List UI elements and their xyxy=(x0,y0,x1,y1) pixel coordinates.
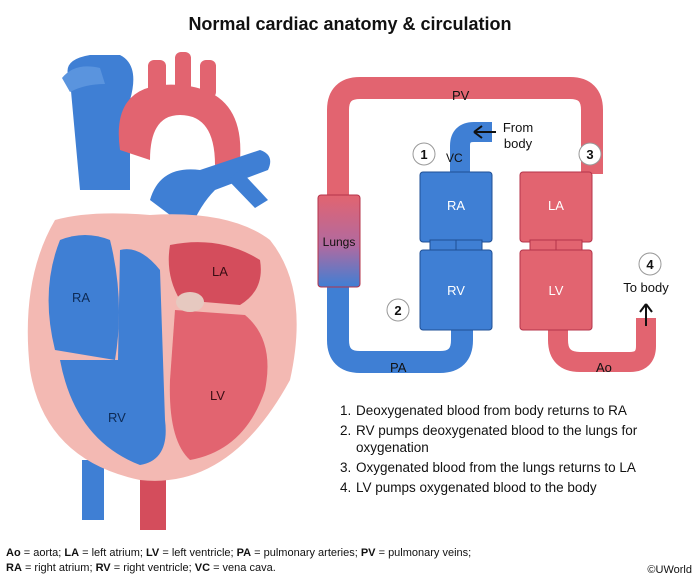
aortic-branch-2 xyxy=(175,52,191,92)
brachiocephalic-vein xyxy=(62,66,105,92)
arrow-from-body-icon xyxy=(473,125,496,139)
svg-text:2: 2 xyxy=(394,303,401,318)
flow-label-pv: PV xyxy=(452,88,470,103)
aortic-branch-1 xyxy=(148,60,166,100)
abbreviation-legend: Ao = aorta; LA = left atrium; LV = left … xyxy=(6,546,471,576)
flow-label-rv: RV xyxy=(447,283,465,298)
step-marker-4: 4 xyxy=(638,252,662,276)
heart-left-ventricle xyxy=(169,310,268,460)
pulmonary-artery xyxy=(150,150,271,230)
svg-text:3: 3 xyxy=(586,147,593,162)
heart-left-atrium xyxy=(168,242,261,305)
step-marker-3: 3 xyxy=(578,142,602,166)
copyright: ©UWorld xyxy=(647,564,692,576)
aortic-branch-3 xyxy=(200,60,216,98)
steps-list: 1.Deoxygenated blood from body returns t… xyxy=(340,402,676,499)
pulmonary-artery-branch xyxy=(228,170,268,208)
flow-aorta xyxy=(548,318,656,372)
svg-text:1: 1 xyxy=(420,147,427,162)
step-item: 4.LV pumps oxygenated blood to the body xyxy=(340,480,597,495)
step-marker-1: 1 xyxy=(412,142,436,166)
flow-lungs xyxy=(317,194,361,288)
flow-label-vc: VC xyxy=(446,151,463,165)
heart-illustration: RA RV LA LV xyxy=(27,52,297,530)
flow-label-from: From xyxy=(503,120,533,135)
circulation-diagram: PV PA Ao VC Lungs RA RV LA LV From body … xyxy=(317,77,669,375)
flow-label-pa: PA xyxy=(390,360,407,375)
step-marker-2: 2 xyxy=(386,298,410,322)
inferior-vena-cava xyxy=(82,460,104,520)
heart-label-lv: LV xyxy=(210,388,225,403)
heart-label-ra: RA xyxy=(72,290,90,305)
page-title: Normal cardiac anatomy & circulation xyxy=(188,14,512,34)
heart-right-atrium xyxy=(48,235,119,360)
heart-label-la: LA xyxy=(212,264,228,279)
flow-label-la: LA xyxy=(548,198,564,213)
superior-vena-cava xyxy=(67,55,134,190)
legend-line-1: Ao = aorta; LA = left atrium; LV = left … xyxy=(6,547,472,559)
flow-label-lv: LV xyxy=(549,283,564,298)
aortic-arch xyxy=(118,84,241,165)
flow-rv-chamber xyxy=(419,249,493,331)
heart-right-ventricle xyxy=(60,249,166,465)
flow-label-ao: Ao xyxy=(596,360,612,375)
flow-pulmonary-veins xyxy=(327,77,603,198)
flow-label-lungs: Lungs xyxy=(323,235,356,249)
flow-lv-chamber xyxy=(519,249,593,331)
flow-label-body: body xyxy=(504,136,533,151)
step-item: 2.RV pumps deoxygenated blood to the lun… xyxy=(340,423,638,455)
flow-pulmonary-arteries xyxy=(327,284,473,373)
flow-label-to-body: To body xyxy=(623,280,669,295)
step-item: 3.Oxygenated blood from the lungs return… xyxy=(340,460,636,475)
mitral-valve xyxy=(176,292,204,312)
flow-vena-cava xyxy=(450,122,492,174)
legend-line-2: RA = right atrium; RV = right ventricle;… xyxy=(6,562,276,574)
flow-label-ra: RA xyxy=(447,198,465,213)
arrow-to-body-icon xyxy=(639,303,653,326)
svg-text:4: 4 xyxy=(646,257,654,272)
step-item: 1.Deoxygenated blood from body returns t… xyxy=(340,403,627,418)
heart-label-rv: RV xyxy=(108,410,126,425)
